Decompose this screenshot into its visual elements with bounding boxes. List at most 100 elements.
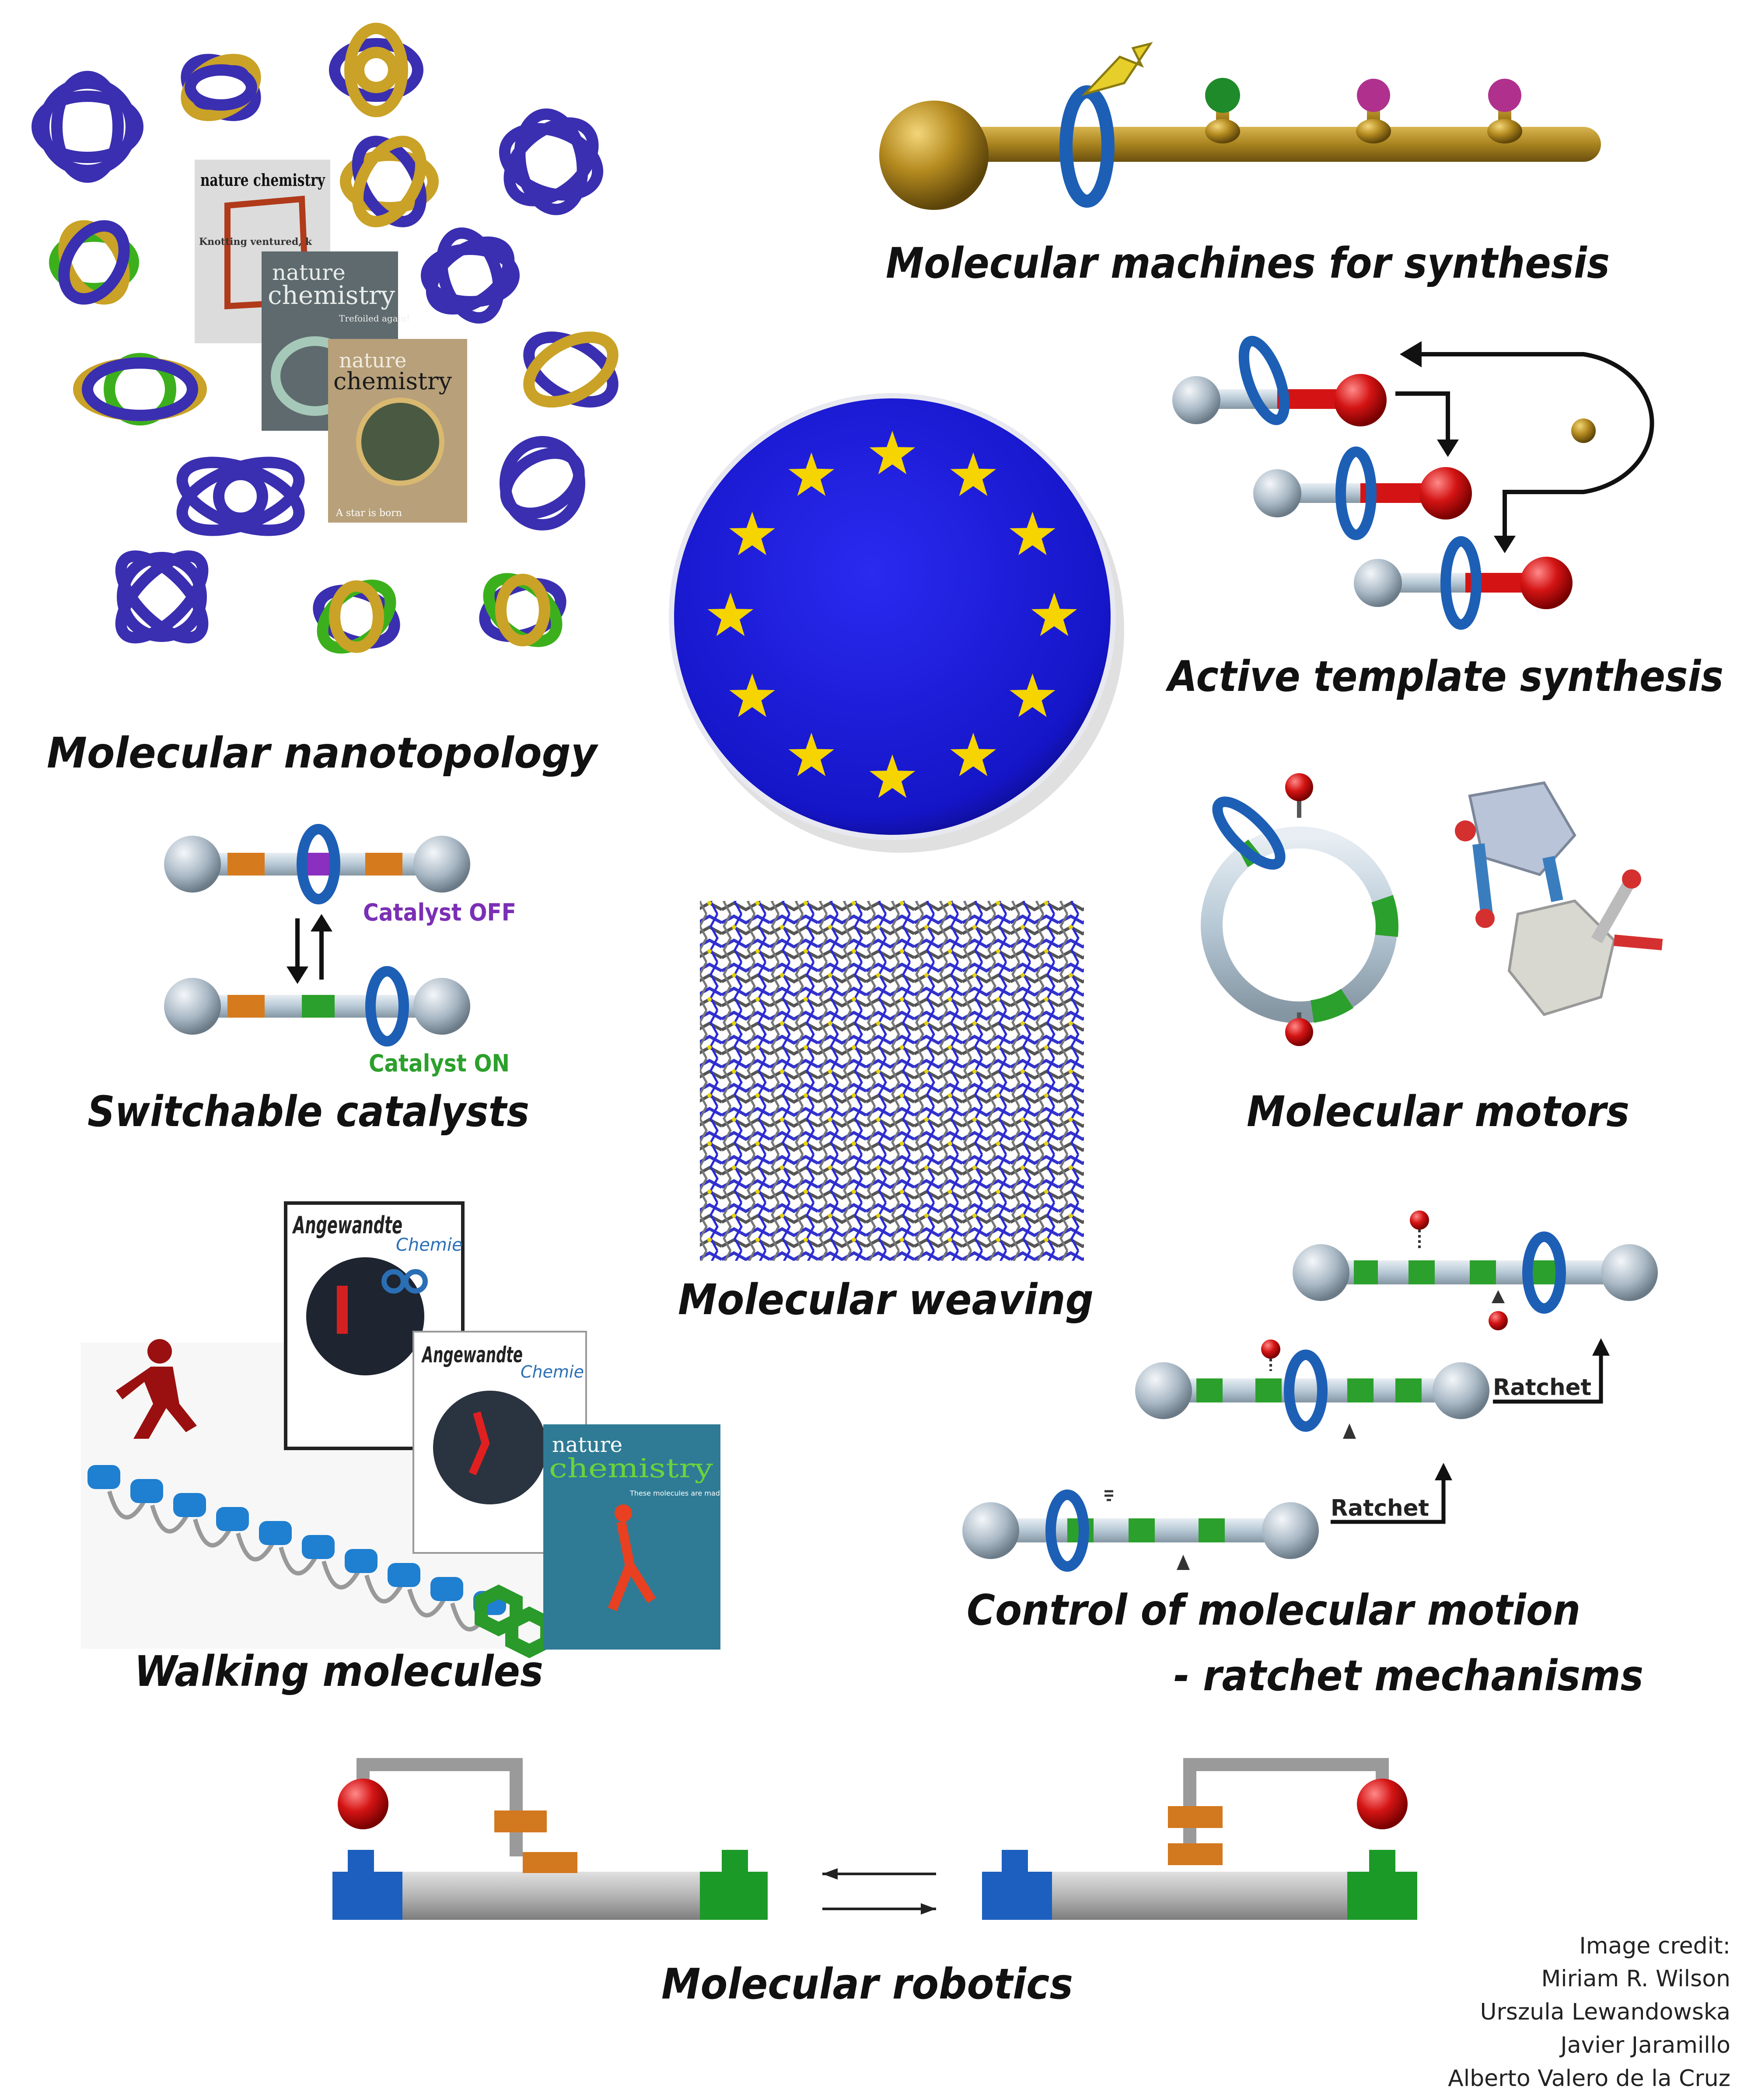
eu-star-icon [707, 593, 754, 636]
track-linker [279, 1546, 317, 1576]
eu-star-icon [869, 431, 916, 474]
motor-track-ring [1201, 827, 1398, 1023]
cover-tagline: These molecules are made for walking [629, 1489, 765, 1497]
track-foothold [388, 1563, 420, 1587]
magenta-site-ball [1488, 79, 1521, 112]
knot-strand [499, 123, 604, 201]
eu-star-icon [950, 452, 996, 496]
knot-strand [31, 91, 143, 163]
title-nanotopology: Molecular nanotopology [47, 729, 598, 778]
knot-structure [499, 108, 604, 216]
catalyst-off-label: Catalyst OFF [363, 899, 516, 926]
knot-strand [495, 574, 550, 646]
eu-star-icon [729, 512, 775, 555]
knot-strand [329, 38, 423, 102]
angewandte-cover-2: Angewandte Chemie [412, 1331, 587, 1554]
credit-name: Alberto Valero de la Cruz [1448, 2065, 1730, 2092]
knot-structure [421, 227, 520, 324]
knot-strand [82, 357, 198, 421]
eu-flag-badge [669, 393, 1124, 853]
step-arrow [1395, 391, 1450, 442]
molecular-robot-state-2 [982, 1758, 1417, 1920]
title-molecular-motors: Molecular motors [1247, 1087, 1629, 1136]
cover-title: Angewandte [292, 1211, 402, 1239]
knot-structure [479, 573, 566, 647]
knot-strand [352, 136, 427, 227]
catalyst-on-label: Catalyst ON [369, 1050, 510, 1077]
eu-star-icon [1010, 673, 1055, 717]
synthesis-machine-illustration [879, 42, 1601, 210]
molecular-weaving-lattice [700, 901, 1084, 1261]
track-foothold [302, 1535, 335, 1559]
molecular-robot-state-1 [332, 1758, 768, 1920]
knot-strand [514, 108, 588, 216]
cover-title-line1: nature [552, 1433, 622, 1457]
credit-heading: Image credit: [1579, 1933, 1730, 1959]
knot-structure [115, 550, 209, 644]
title-active-template: Active template synthesis [1165, 652, 1723, 701]
knot-strand [523, 331, 619, 408]
walking-track [87, 1465, 506, 1632]
rotaxane-step-1 [1172, 335, 1387, 426]
knot-strand [213, 469, 268, 524]
rotaxane-step-2 [1253, 447, 1472, 540]
ratchet-arrow-icon [1331, 1338, 1610, 1524]
track-foothold [173, 1493, 206, 1517]
credit-name: Javier Jaramillo [1559, 2032, 1730, 2058]
cover-title-line2: chemistry [268, 280, 395, 310]
knot-strand [500, 447, 585, 519]
knot-strand [115, 550, 209, 644]
eu-star-icon [1010, 512, 1055, 555]
nature-chemistry-cover-4: nature chemistry These molecules are mad… [543, 1424, 765, 1650]
exchange-arrows-icon [822, 1868, 936, 1915]
rotaxane-step-3 [1354, 536, 1573, 630]
knot-strand [344, 23, 408, 117]
track-linker [107, 1490, 146, 1520]
knot-strand [329, 580, 384, 653]
ratchet-illustration [962, 1210, 1658, 1572]
knot-collection [31, 23, 619, 654]
reactive-sites [1205, 78, 1522, 143]
knot-structure [176, 457, 305, 536]
cover-tagline: Trefoiled again! [339, 313, 410, 324]
knot-structure [49, 220, 139, 305]
eu-star-icon [869, 754, 916, 798]
knot-strand [503, 117, 599, 206]
cycle-arrow [1404, 352, 1654, 538]
knot-strand [38, 77, 137, 176]
ratchet-label: Ratchet [1493, 1374, 1591, 1401]
ratchet-rotaxane-bottom [962, 1490, 1319, 1572]
cover-title-line1: nature [339, 349, 406, 372]
knot-strand [49, 230, 139, 294]
eu-star-icon [950, 733, 996, 776]
eu-star-icon [729, 673, 775, 717]
rotaxane-catalyst-off [164, 824, 470, 904]
knot-structure [73, 353, 207, 426]
cover-title-line1: nature [272, 260, 346, 285]
stopper-bottom [1285, 1018, 1313, 1046]
title-molecular-weaving: Molecular weaving [678, 1275, 1094, 1324]
knot-strand [340, 150, 439, 213]
cover-subtitle: Chemie [521, 1362, 584, 1381]
stopper-ball [879, 101, 989, 210]
motor-molecule-model [1455, 781, 1663, 1016]
ratchet-label: Ratchet [1331, 1495, 1429, 1521]
knot-strand [58, 220, 130, 305]
knot-structure [500, 436, 585, 530]
walker-figure-icon [116, 1339, 197, 1439]
track-linker [407, 1588, 446, 1618]
metal-catalyst-ball [1571, 419, 1596, 443]
track-linker [236, 1532, 274, 1562]
title-molecular-robotics: Molecular robotics [661, 1960, 1073, 2009]
cover-tagline: Knotting ventured, k [199, 236, 312, 248]
track-foothold [430, 1577, 463, 1601]
stopper-top [1285, 773, 1313, 801]
knot-strand [523, 331, 619, 408]
track-linker [322, 1560, 360, 1590]
image-credits: Image credit: Miriam R. Wilson Urszula L… [1448, 1933, 1730, 2092]
credit-name: Miriam R. Wilson [1541, 1966, 1730, 1992]
cover-title-line2: chemistry [549, 1453, 713, 1484]
switch-arrows-icon [287, 914, 332, 984]
cover-title-line2: chemistry [333, 367, 452, 395]
